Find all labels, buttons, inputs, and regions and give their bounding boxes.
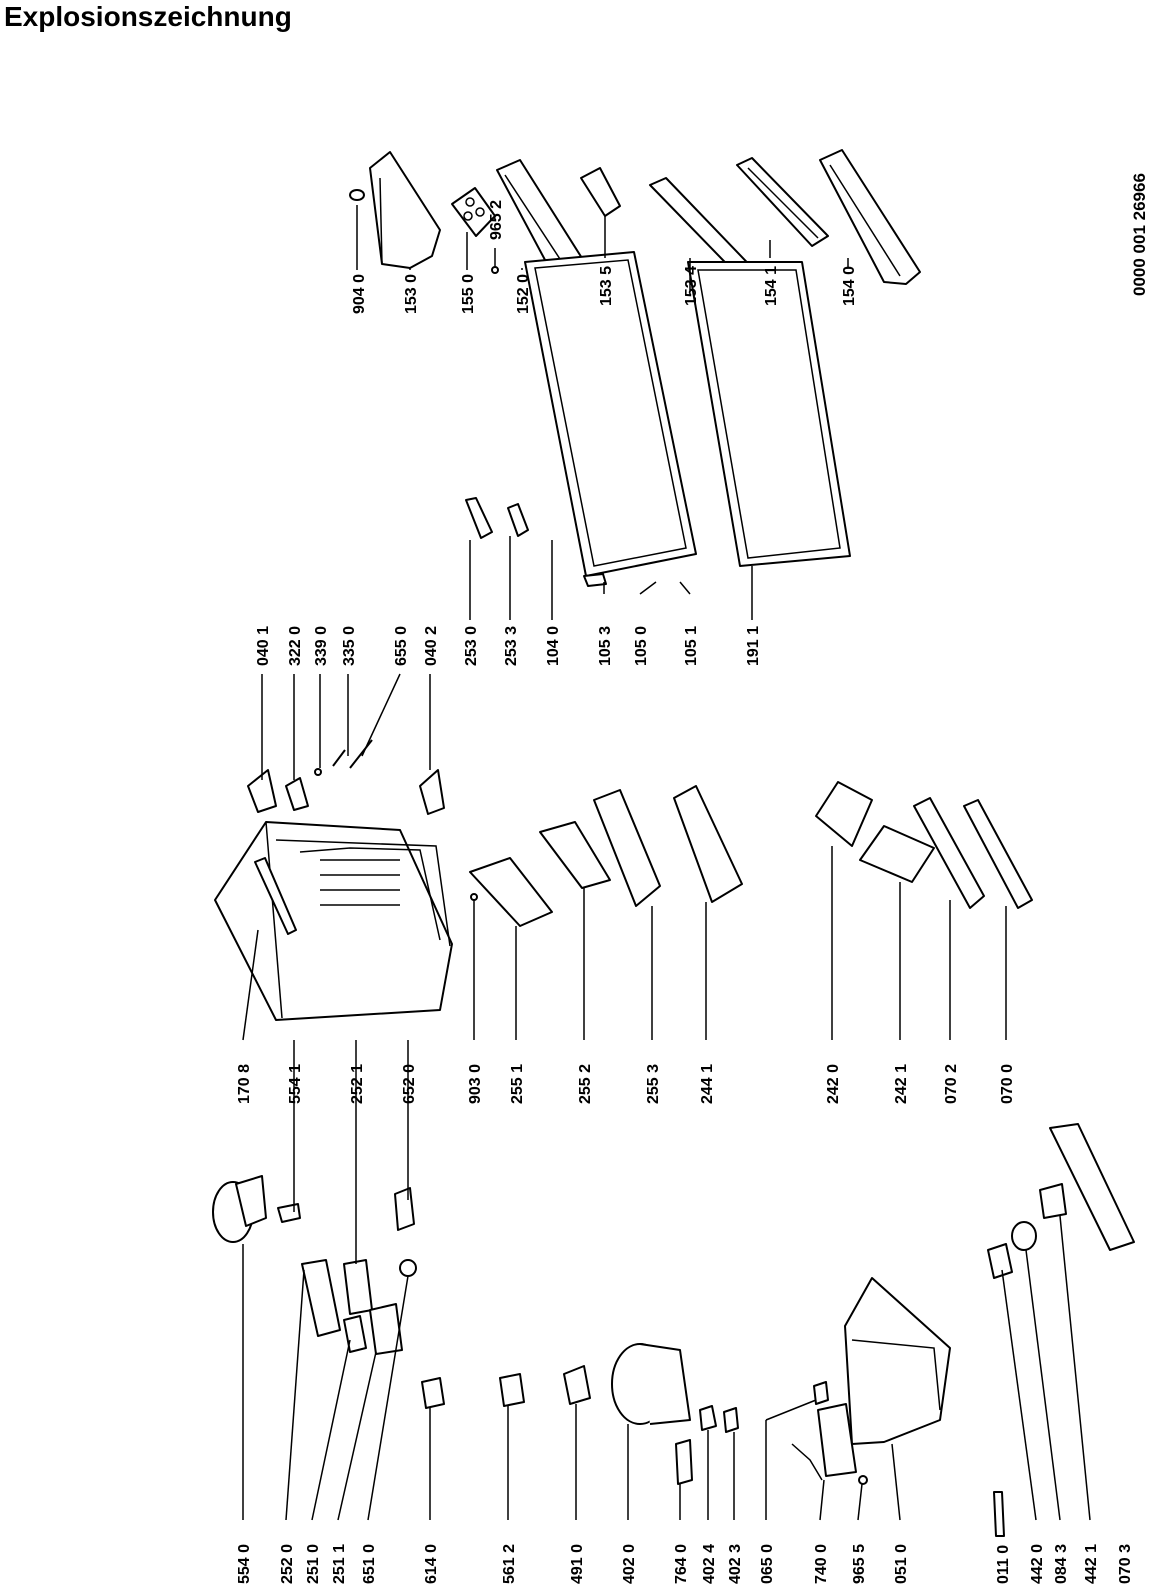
part-label: 652 0 xyxy=(401,1064,418,1104)
part-label: 105 3 xyxy=(597,626,614,666)
part-label: 252 0 xyxy=(279,1544,296,1584)
part-label: 253 3 xyxy=(503,626,520,666)
part-label: 255 3 xyxy=(645,1064,662,1104)
part-label: 339 0 xyxy=(313,626,330,666)
part-label: 402 3 xyxy=(727,1544,744,1584)
part-label: 152 0 xyxy=(515,274,532,314)
shelves-group xyxy=(469,781,1033,927)
leader-lines xyxy=(242,205,1091,1521)
part-label: 011 0 xyxy=(995,1545,1012,1584)
part-label: 244 1 xyxy=(699,1064,716,1104)
part-label: 322 0 xyxy=(287,626,304,666)
part-label: 242 0 xyxy=(825,1064,842,1104)
part-labels: 904 0 153 0 155 0 152 0 153 5 153 4 154 … xyxy=(236,200,1134,1584)
part-label: 491 0 xyxy=(569,1544,586,1584)
part-label: 040 1 xyxy=(255,626,272,666)
part-label: 105 0 xyxy=(633,626,650,666)
part-label: 104 0 xyxy=(545,626,562,666)
part-label: 153 5 xyxy=(598,266,615,306)
part-label: 051 0 xyxy=(893,1544,910,1584)
part-label: 191 1 xyxy=(745,626,762,666)
part-label: 070 0 xyxy=(999,1064,1016,1104)
part-label: 335 0 xyxy=(341,626,358,666)
part-label: 040 2 xyxy=(423,626,440,666)
part-label: 561 2 xyxy=(501,1544,518,1584)
part-label: 965 5 xyxy=(851,1544,868,1584)
part-label: 153 0 xyxy=(403,274,420,314)
part-label: 904 0 xyxy=(351,274,368,314)
door-group xyxy=(465,251,851,587)
part-label: 252 1 xyxy=(349,1064,366,1104)
cabinet-group xyxy=(214,739,453,1021)
part-label: 170 8 xyxy=(236,1064,253,1104)
part-label: 105 1 xyxy=(683,626,700,666)
part-label: 402 0 xyxy=(621,1544,638,1584)
part-label: 251 1 xyxy=(331,1544,348,1584)
part-label: 442 1 xyxy=(1083,1544,1100,1584)
part-label: 255 2 xyxy=(577,1064,594,1104)
part-label: 242 1 xyxy=(893,1064,910,1104)
page-title: Explosionszeichnung xyxy=(4,1,292,32)
part-label: 402 4 xyxy=(701,1544,718,1584)
part-label: 154 0 xyxy=(841,266,858,306)
part-label: 740 0 xyxy=(813,1544,830,1584)
part-label: 065 0 xyxy=(759,1544,776,1584)
part-label: 070 2 xyxy=(943,1064,960,1104)
part-label: 965 2 xyxy=(488,200,505,240)
part-label: 614 0 xyxy=(423,1544,440,1584)
part-label: 251 0 xyxy=(305,1544,322,1584)
machine-parts-group xyxy=(212,1123,1135,1537)
document-number: 0000 001 26966 xyxy=(1130,173,1149,296)
part-label: 655 0 xyxy=(393,626,410,666)
part-label: 903 0 xyxy=(467,1064,484,1104)
part-label: 442 0 xyxy=(1029,1544,1046,1584)
part-label: 253 0 xyxy=(463,626,480,666)
part-label: 764 0 xyxy=(673,1544,690,1584)
part-label: 255 1 xyxy=(509,1064,526,1104)
part-label: 554 0 xyxy=(236,1544,253,1584)
part-label: 070 3 xyxy=(1117,1544,1134,1584)
part-label: 554 1 xyxy=(287,1064,304,1104)
part-label: 153 4 xyxy=(683,266,700,306)
part-label: 155 0 xyxy=(460,274,477,314)
part-label: 154 1 xyxy=(763,266,780,306)
part-label: 084 3 xyxy=(1053,1544,1070,1584)
part-label: 651 0 xyxy=(361,1544,378,1584)
